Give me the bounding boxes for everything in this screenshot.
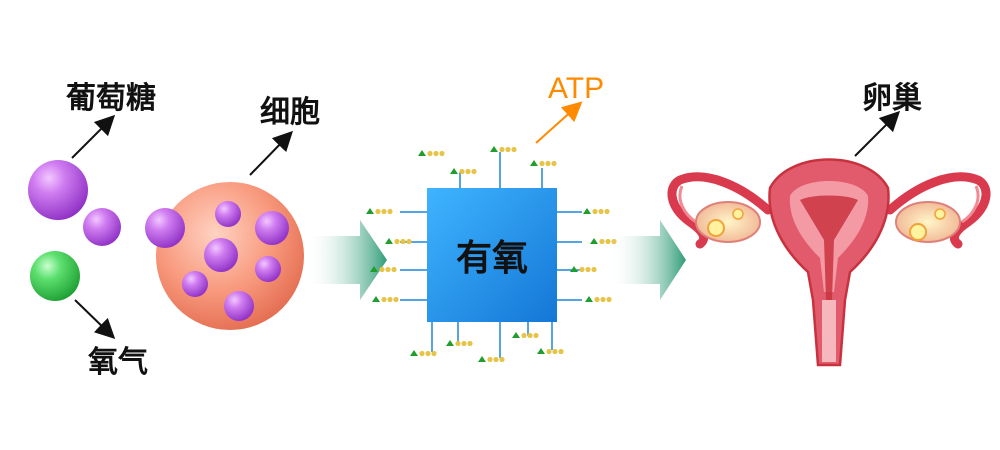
atp-icon [530,160,557,167]
right-ovary [895,201,961,243]
cell-particle [224,291,254,321]
aerobic-chip [427,188,557,322]
atp-icon [366,208,393,215]
glucose-label: 葡萄糖 [66,81,156,116]
cell-particle [145,208,185,248]
vaginal-canal [822,300,836,362]
right-follicle [934,208,946,220]
cell-particle [215,201,241,227]
atp-label: ATP [548,72,604,105]
atp-icon [512,332,539,339]
atp-icon [418,150,445,157]
glucose-molecule-large [28,160,88,220]
atp-icon [570,266,597,273]
atp-icon [583,208,610,215]
left-follicle [732,208,744,220]
atp-icon [585,296,612,303]
atp-pointer-arrow [535,101,583,144]
cell-particle [255,211,289,245]
left-fimbriae [678,185,697,224]
cell [145,182,304,330]
cell-particle [204,238,238,272]
left-ovary [695,201,761,243]
uterine-cavity [800,195,858,300]
cell-pointer-arrow [249,130,293,176]
atp-icon [370,266,397,273]
oxygen-pointer-arrow [74,299,116,339]
glucose-molecule-small [83,208,121,246]
atp-icon [450,168,477,175]
left-follicle [707,219,725,237]
aerobic-label: 有氧 [456,238,528,279]
flow-arrow-2 [610,220,686,300]
right-fimbriae [961,185,980,224]
molecule-group [28,160,121,301]
atp-icon [490,146,517,153]
right-follicle [909,223,927,241]
ovary-label: 卵巢 [862,81,922,116]
cell-particle [182,271,208,297]
atp-icon [446,340,473,347]
uterus-illustration [667,158,991,367]
cell-particle [255,256,281,282]
atp-icon [537,348,564,355]
glucose-pointer-arrow [71,114,116,159]
flow-arrow-1 [305,220,387,300]
atp-icon [385,238,412,245]
oxygen-molecule [30,251,80,301]
ovary-pointer-arrow [854,110,901,157]
chip-pins [400,152,582,358]
atp-icon [372,296,399,303]
oxygen-label: 氧气 [88,345,148,380]
cell-label: 细胞 [260,95,320,130]
